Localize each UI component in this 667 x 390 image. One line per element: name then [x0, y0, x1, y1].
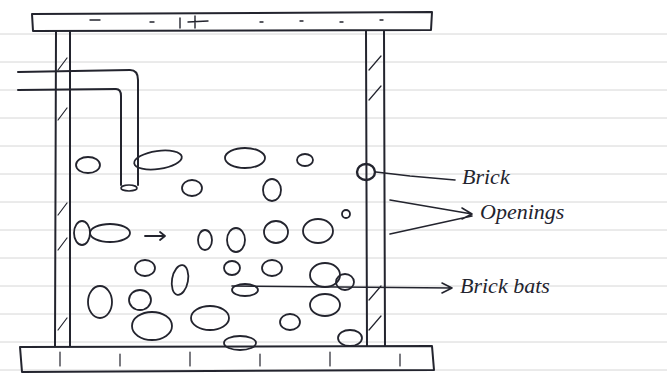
bottom-slab — [20, 346, 434, 372]
inlet-pipe — [18, 70, 138, 185]
pipe-mouth — [121, 185, 137, 191]
brick-highlight — [357, 164, 375, 180]
callout-label: Brick — [462, 164, 510, 189]
callout-label: Openings — [480, 199, 564, 224]
callout-label: Brick bats — [460, 273, 550, 298]
leader-arrow — [232, 283, 452, 293]
callout-holder: Openings — [480, 200, 564, 224]
slab-marks — [60, 352, 400, 366]
brick-bats — [74, 148, 362, 350]
leader-line — [376, 172, 455, 180]
callout-holder: Brick — [462, 165, 510, 189]
inlet-pipe — [18, 89, 121, 185]
top-slab — [32, 12, 432, 31]
slab-marks — [90, 16, 383, 28]
leader-line — [390, 200, 472, 234]
ruled-lines — [0, 34, 667, 370]
left-wall — [55, 31, 70, 346]
callout-holder: Brick bats — [460, 274, 550, 298]
wall-hatching — [58, 56, 381, 330]
right-wall — [366, 31, 385, 346]
